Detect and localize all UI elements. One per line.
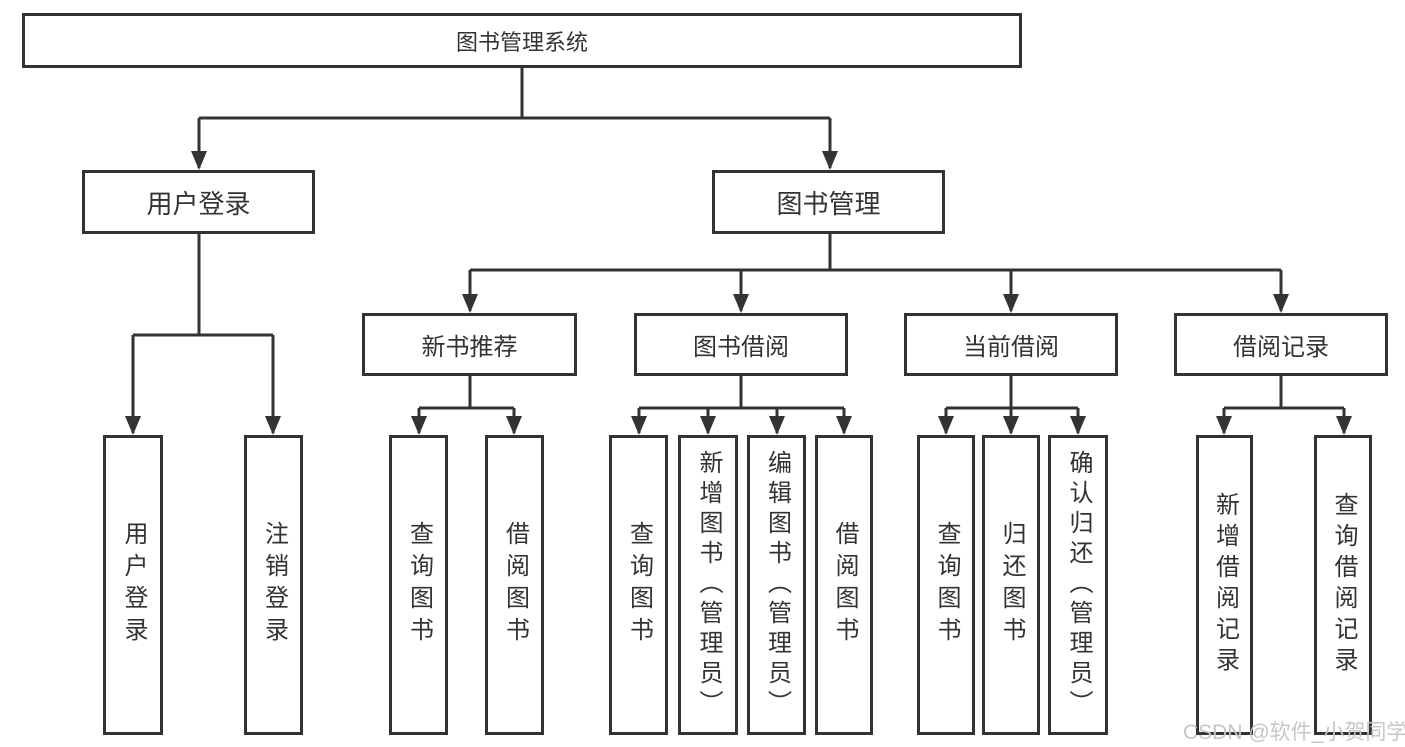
node-label: 注销登录 bbox=[260, 521, 288, 649]
node-user-login: 用户登录 bbox=[82, 170, 315, 234]
node-label: 查询图书 bbox=[625, 521, 653, 649]
arrow-down-icon bbox=[836, 416, 852, 435]
leaf-user-login: 用户登录 bbox=[103, 435, 163, 735]
node-label: 新书推荐 bbox=[421, 334, 518, 361]
csdn-watermark: CSDN @软件_小贺同学 bbox=[1183, 721, 1405, 744]
node-label: 当前借阅 bbox=[963, 334, 1059, 361]
arrow-down-icon bbox=[1273, 294, 1289, 313]
node-label: 新增借阅记录 bbox=[1211, 492, 1239, 678]
arrow-down-icon bbox=[822, 151, 838, 170]
leaf-return-book: 归还图书 bbox=[982, 435, 1040, 735]
leaf-add-book-admin: 新增图书（管理员） bbox=[678, 435, 738, 735]
leaf-query-borrow-record: 查询借阅记录 bbox=[1314, 435, 1372, 735]
leaf-borrow-books-newbooks: 借阅图书 bbox=[485, 435, 544, 735]
arrow-down-icon bbox=[1003, 416, 1019, 435]
arrow-down-icon bbox=[769, 416, 785, 435]
node-borrowing-records: 借阅记录 bbox=[1174, 313, 1388, 376]
node-label: 编辑图书（管理员） bbox=[763, 450, 791, 720]
arrow-down-icon bbox=[265, 416, 281, 435]
leaf-borrow-books-borrow: 借阅图书 bbox=[815, 435, 873, 735]
node-label: 借阅图书 bbox=[831, 521, 858, 649]
node-label: 图书管理系统 bbox=[455, 29, 588, 55]
arrow-down-icon bbox=[506, 416, 522, 435]
leaf-add-borrow-record: 新增借阅记录 bbox=[1196, 435, 1253, 735]
leaf-confirm-return-admin: 确认归还（管理员） bbox=[1048, 435, 1108, 735]
arrow-down-icon bbox=[1216, 416, 1232, 435]
leaf-edit-book-admin: 编辑图书（管理员） bbox=[747, 435, 806, 735]
arrow-down-icon bbox=[938, 416, 954, 435]
node-label: 查询图书 bbox=[405, 521, 433, 649]
node-label: 新增图书（管理员） bbox=[695, 450, 722, 720]
node-label: 图书借阅 bbox=[693, 334, 789, 361]
node-new-book-recommendation: 新书推荐 bbox=[362, 313, 577, 376]
arrow-down-icon bbox=[125, 416, 141, 435]
leaf-query-books-current: 查询图书 bbox=[917, 435, 975, 735]
node-label: 图书管理 bbox=[776, 188, 881, 219]
arrow-down-icon bbox=[191, 151, 207, 170]
arrow-down-icon bbox=[733, 294, 749, 313]
node-label: 查询借阅记录 bbox=[1330, 492, 1357, 678]
node-current-borrowing: 当前借阅 bbox=[904, 313, 1118, 376]
node-library-system: 图书管理系统 bbox=[22, 13, 1022, 68]
arrow-down-icon bbox=[462, 294, 478, 313]
node-label: 用户登录 bbox=[120, 521, 147, 649]
leaf-query-books-borrow: 查询图书 bbox=[609, 435, 668, 735]
arrow-down-icon bbox=[1003, 294, 1019, 313]
node-label: 借阅图书 bbox=[501, 521, 529, 649]
arrow-down-icon bbox=[631, 416, 647, 435]
node-book-borrowing: 图书借阅 bbox=[634, 313, 848, 376]
arrow-down-icon bbox=[700, 416, 716, 435]
node-label: 查询图书 bbox=[933, 521, 960, 649]
leaf-logout: 注销登录 bbox=[244, 435, 303, 735]
node-label: 借阅记录 bbox=[1233, 334, 1329, 361]
connector-path bbox=[131, 68, 1346, 433]
node-book-management: 图书管理 bbox=[712, 170, 945, 234]
node-label: 用户登录 bbox=[146, 188, 251, 219]
node-label: 归还图书 bbox=[998, 521, 1025, 649]
node-label: 确认归还（管理员） bbox=[1065, 450, 1092, 720]
arrow-down-icon bbox=[1070, 416, 1086, 435]
leaf-query-books-newbooks: 查询图书 bbox=[389, 435, 448, 735]
arrow-down-icon bbox=[1336, 416, 1352, 435]
arrow-down-icon bbox=[411, 416, 427, 435]
